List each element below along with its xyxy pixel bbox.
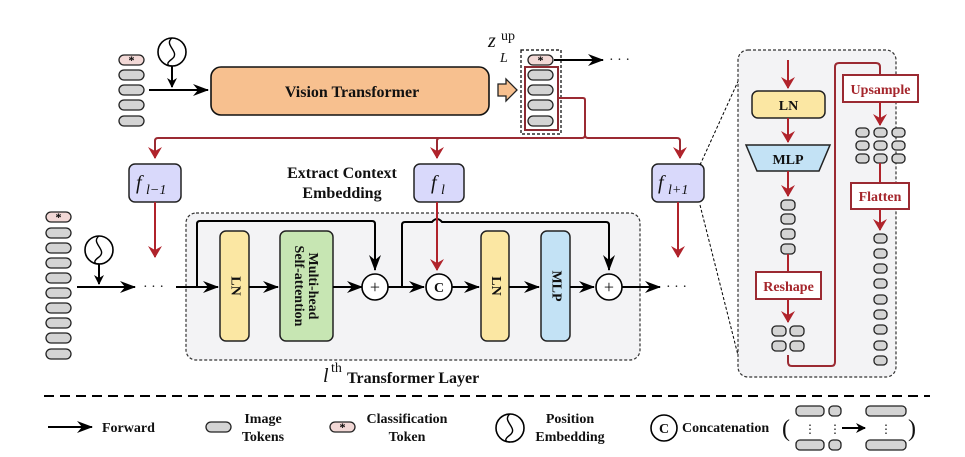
context-embedding-f-curr: f l — [413, 163, 465, 203]
svg-text:MLP: MLP — [772, 153, 804, 168]
right-ellipsis: · · · — [666, 280, 687, 295]
svg-text:Tokens: Tokens — [242, 430, 285, 445]
svg-text:Image: Image — [244, 412, 281, 427]
svg-text:th: th — [331, 361, 342, 376]
svg-text:*: * — [538, 53, 544, 67]
svg-text:Flatten: Flatten — [859, 190, 902, 205]
detail-tokens-column — [780, 199, 796, 255]
svg-text:l+1: l+1 — [668, 183, 688, 198]
svg-text:f: f — [431, 172, 439, 194]
transformer-layer-caption: l th Transformer Layer — [323, 361, 479, 387]
svg-text:MLP: MLP — [548, 270, 563, 302]
detail-loop-line — [787, 62, 881, 367]
svg-text:(: ( — [782, 416, 790, 442]
svg-text:LN: LN — [488, 276, 503, 295]
svg-text:LN: LN — [779, 99, 798, 114]
context-embedding-f-next: f l+1 — [651, 163, 705, 203]
svg-text:z: z — [487, 30, 496, 52]
context-distribution-lines — [148, 97, 687, 159]
vision-transformer-label: Vision Transformer — [285, 84, 419, 101]
svg-text:Embedding: Embedding — [535, 430, 604, 445]
legend-image-tokens: Image Tokens — [205, 412, 285, 445]
legend-classification-token: * Classification Token — [329, 412, 448, 445]
svg-text:f: f — [136, 172, 144, 194]
detail-upsampled-tokens — [855, 127, 906, 164]
detail-mlp: MLP — [744, 144, 832, 172]
detail-reshape: Reshape — [755, 271, 822, 300]
input-tokens-top: * — [118, 53, 145, 127]
svg-text:l: l — [441, 183, 445, 198]
legend-concatenation: C Concatenation ( ⋮ ⋮ ⋮ ) — [650, 405, 916, 451]
add-node-2: + — [595, 273, 623, 301]
svg-text:⋮: ⋮ — [804, 422, 816, 436]
vision-transformer-block: Vision Transformer — [210, 66, 490, 116]
layer-norm-1: LN — [219, 230, 250, 342]
legend-position-embedding: Position Embedding — [495, 412, 605, 445]
left-ellipsis: · · · — [143, 280, 164, 295]
svg-text:l: l — [323, 365, 329, 387]
svg-text:f: f — [658, 172, 666, 194]
svg-text:C: C — [434, 281, 444, 296]
detail-flatten: Flatten — [850, 182, 910, 210]
svg-text:⋮: ⋮ — [829, 422, 841, 436]
svg-text:Transformer Layer: Transformer Layer — [347, 370, 479, 387]
svg-text:Self-attention: Self-attention — [291, 246, 306, 327]
output-block-arrow — [497, 77, 518, 103]
svg-text:Upsample: Upsample — [851, 83, 911, 98]
svg-text:up: up — [501, 29, 515, 44]
svg-text:Classification: Classification — [367, 412, 448, 427]
legend-forward: Forward — [48, 421, 155, 436]
position-embedding-icon — [157, 37, 187, 88]
position-embedding-icon-left — [84, 235, 114, 285]
svg-text:Token: Token — [389, 430, 426, 445]
detail-ln: LN — [751, 90, 826, 119]
svg-text:*: * — [340, 420, 346, 434]
output-tokens: * — [520, 49, 562, 135]
context-embedding-f-prev: f l−1 — [128, 163, 182, 203]
extract-context-title-1: Extract Context — [287, 165, 397, 182]
svg-text:+: + — [604, 277, 614, 297]
svg-text:+: + — [370, 277, 380, 297]
zoom-guide-bottom — [699, 204, 744, 376]
concat-node: C — [425, 273, 453, 301]
svg-text:*: * — [129, 53, 135, 67]
svg-text:Position: Position — [546, 412, 594, 427]
svg-text:): ) — [908, 416, 916, 442]
svg-text:L: L — [499, 51, 508, 66]
residual-connection-1 — [196, 220, 381, 287]
svg-text:*: * — [56, 210, 62, 224]
svg-text:l−1: l−1 — [146, 183, 166, 198]
svg-text:C: C — [659, 422, 669, 437]
detail-reshaped-tokens — [771, 325, 805, 352]
mlp-block: MLP — [540, 230, 571, 342]
output-label: z up L — [487, 29, 515, 66]
svg-text:Concatenation: Concatenation — [682, 421, 769, 436]
top-ellipsis: · · · — [609, 53, 630, 68]
svg-text:⋮: ⋮ — [880, 422, 892, 436]
add-node-1: + — [361, 273, 389, 301]
multi-head-self-attention: Multi-head Self-attention — [279, 230, 334, 342]
layer-norm-2: LN — [480, 230, 510, 342]
svg-text:Reshape: Reshape — [763, 280, 814, 295]
extract-context-title-2: Embedding — [302, 185, 381, 202]
svg-text:LN: LN — [227, 276, 242, 295]
detail-flattened-tokens — [873, 233, 888, 366]
detail-upsample: Upsample — [842, 74, 919, 103]
svg-text:Forward: Forward — [102, 421, 155, 436]
input-tokens-left: * — [45, 210, 72, 360]
svg-text:Multi-head: Multi-head — [305, 253, 320, 320]
